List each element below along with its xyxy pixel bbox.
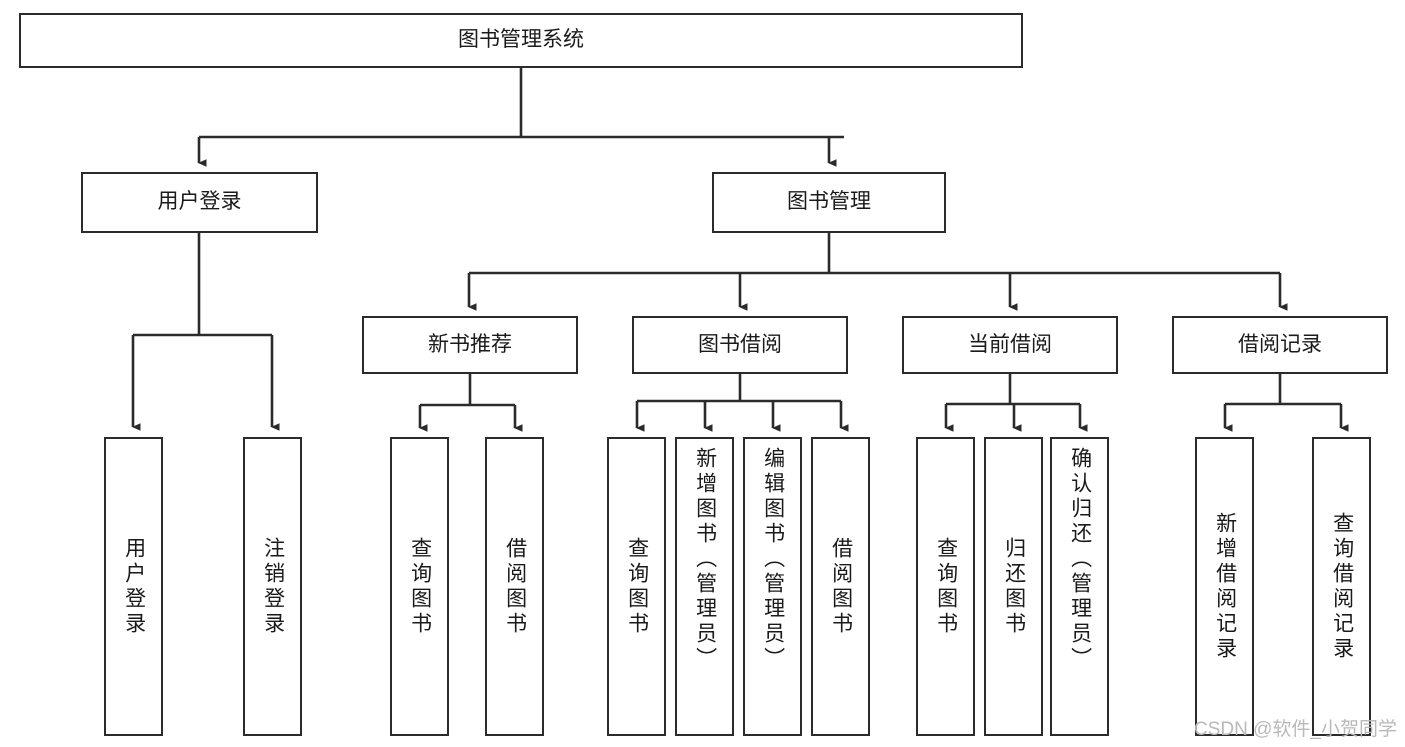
node-book-management[interactable]: 图书管理 — [712, 172, 946, 233]
node-borrow-record-label: 借阅记录 — [1238, 332, 1322, 356]
node-root-label: 图书管理系统 — [458, 28, 584, 52]
node-user-login-label: 用户登录 — [157, 190, 242, 214]
leaf-confirm-return-admin[interactable]: 确认归还（管理员） — [1050, 437, 1109, 736]
leaf-edit-book-admin[interactable]: 编辑图书（管理员） — [743, 437, 802, 736]
node-current-borrow[interactable]: 当前借阅 — [902, 316, 1118, 374]
leaf-user-login[interactable]: 用户登录 — [104, 437, 163, 736]
leaf-confirm-return-admin-label: 确认归还（管理员） — [1068, 447, 1092, 672]
leaf-add-borrow-record-label: 新增借阅记录 — [1213, 511, 1237, 662]
node-user-login[interactable]: 用户登录 — [81, 172, 318, 233]
node-book-borrow-label: 图书借阅 — [698, 332, 782, 356]
leaf-current-query-book-label: 查询图书 — [934, 536, 958, 637]
node-borrow-record[interactable]: 借阅记录 — [1172, 316, 1388, 374]
leaf-logout-login-label: 注销登录 — [261, 536, 285, 637]
node-current-borrow-label: 当前借阅 — [968, 332, 1052, 356]
leaf-query-borrow-record[interactable]: 查询借阅记录 — [1312, 437, 1371, 736]
leaf-recommend-query-book[interactable]: 查询图书 — [390, 437, 449, 736]
leaf-borrow-query-book[interactable]: 查询图书 — [607, 437, 666, 736]
node-root-system[interactable]: 图书管理系统 — [19, 13, 1023, 68]
node-book-management-label: 图书管理 — [787, 190, 871, 214]
leaf-borrow-book-label: 借阅图书 — [829, 536, 853, 637]
leaf-add-book-admin-label: 新增图书（管理员） — [693, 447, 717, 672]
leaf-recommend-query-book-label: 查询图书 — [408, 536, 432, 637]
node-new-book-recommend[interactable]: 新书推荐 — [362, 316, 578, 374]
node-book-borrow[interactable]: 图书借阅 — [632, 316, 848, 374]
leaf-query-borrow-record-label: 查询借阅记录 — [1330, 511, 1354, 662]
leaf-user-login-label: 用户登录 — [122, 536, 146, 637]
leaf-borrow-query-book-label: 查询图书 — [625, 536, 649, 637]
leaf-recommend-borrow-book-label: 借阅图书 — [503, 536, 527, 637]
leaf-logout-login[interactable]: 注销登录 — [243, 437, 302, 736]
leaf-add-borrow-record[interactable]: 新增借阅记录 — [1195, 437, 1254, 736]
leaf-edit-book-admin-label: 编辑图书（管理员） — [761, 447, 785, 672]
csdn-watermark: CSDN @软件_小贺同学 — [1194, 719, 1397, 740]
leaf-recommend-borrow-book[interactable]: 借阅图书 — [485, 437, 544, 736]
leaf-return-book[interactable]: 归还图书 — [984, 437, 1043, 736]
leaf-add-book-admin[interactable]: 新增图书（管理员） — [675, 437, 734, 736]
leaf-return-book-label: 归还图书 — [1002, 536, 1026, 637]
node-new-book-recommend-label: 新书推荐 — [428, 332, 512, 356]
leaf-borrow-book[interactable]: 借阅图书 — [811, 437, 870, 736]
leaf-current-query-book[interactable]: 查询图书 — [916, 437, 975, 736]
